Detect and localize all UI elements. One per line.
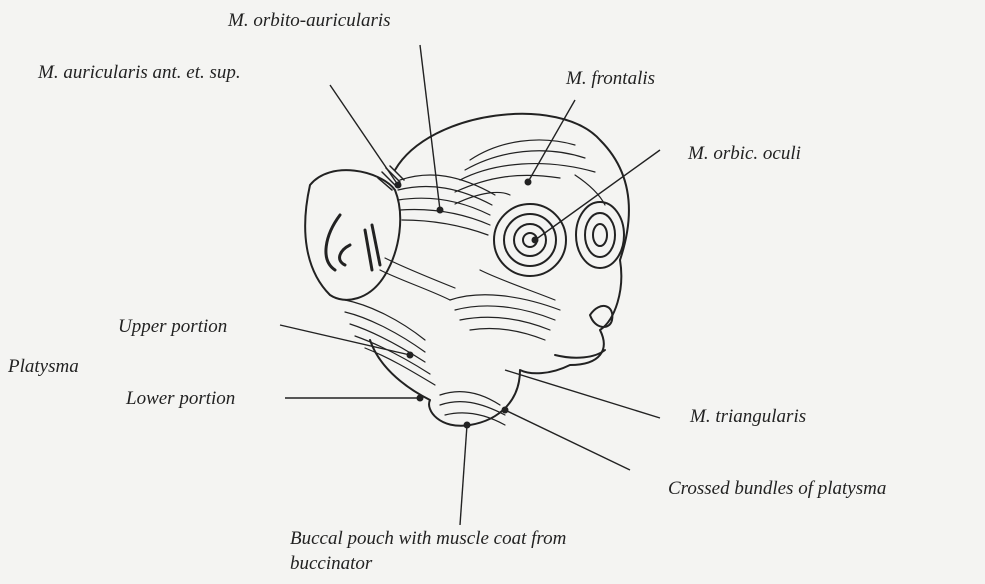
label-upper-portion: Upper portion [118,316,227,338]
orbito-auricularis-fibers [398,175,495,235]
label-orbito-auricularis: M. orbito-auricularis [228,10,391,32]
label-buccal-pouch-line1: Buccal pouch with muscle coat from [290,528,566,550]
ear-outline [305,170,400,300]
label-frontalis: M. frontalis [566,68,655,90]
leader-lines [280,45,660,525]
label-crossed-bundles: Crossed bundles of platysma [668,478,886,500]
label-triangularis: M. triangularis [690,406,806,428]
orbic-oculi-rings [494,202,624,276]
nose [590,306,612,327]
label-platysma: Platysma [8,356,79,378]
label-lower-portion: Lower portion [126,388,235,410]
platysma-fibers [345,258,455,385]
label-buccal-pouch-line2: buccinator [290,553,372,575]
frontalis-fibers [455,140,605,205]
ear-inner [326,215,380,270]
head-outline [370,114,629,426]
label-auricularis: M. auricularis ant. et. sup. [38,62,241,84]
buccal-pouch-fibers [440,392,505,425]
label-orbic-oculi: M. orbic. oculi [688,143,801,165]
cheek-fibers [450,270,560,340]
